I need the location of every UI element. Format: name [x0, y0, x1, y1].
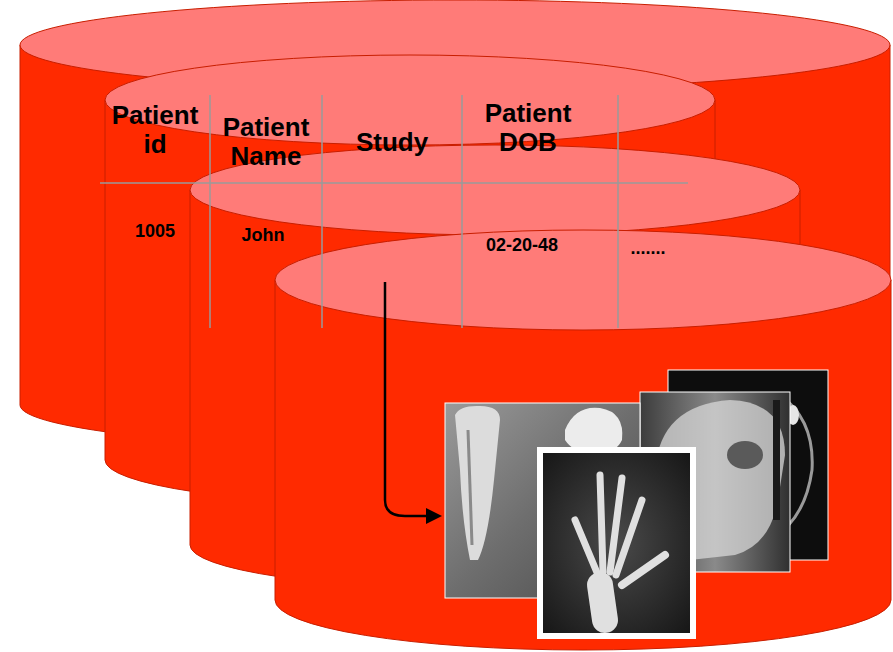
table-cell: ....... — [608, 238, 688, 258]
table-cell: 02-20-48 — [452, 235, 592, 255]
column-header: Patient Name — [211, 113, 321, 171]
table-grid — [100, 95, 688, 328]
xray-images — [445, 370, 828, 636]
column-header: Study — [327, 128, 457, 157]
table-cell: 1005 — [105, 221, 205, 241]
column-header: Patient id — [100, 101, 210, 159]
column-header: Patient DOB — [453, 99, 603, 157]
leader-arrow — [385, 282, 442, 524]
database-cylinder — [275, 230, 891, 650]
table-cell: John — [213, 225, 313, 245]
